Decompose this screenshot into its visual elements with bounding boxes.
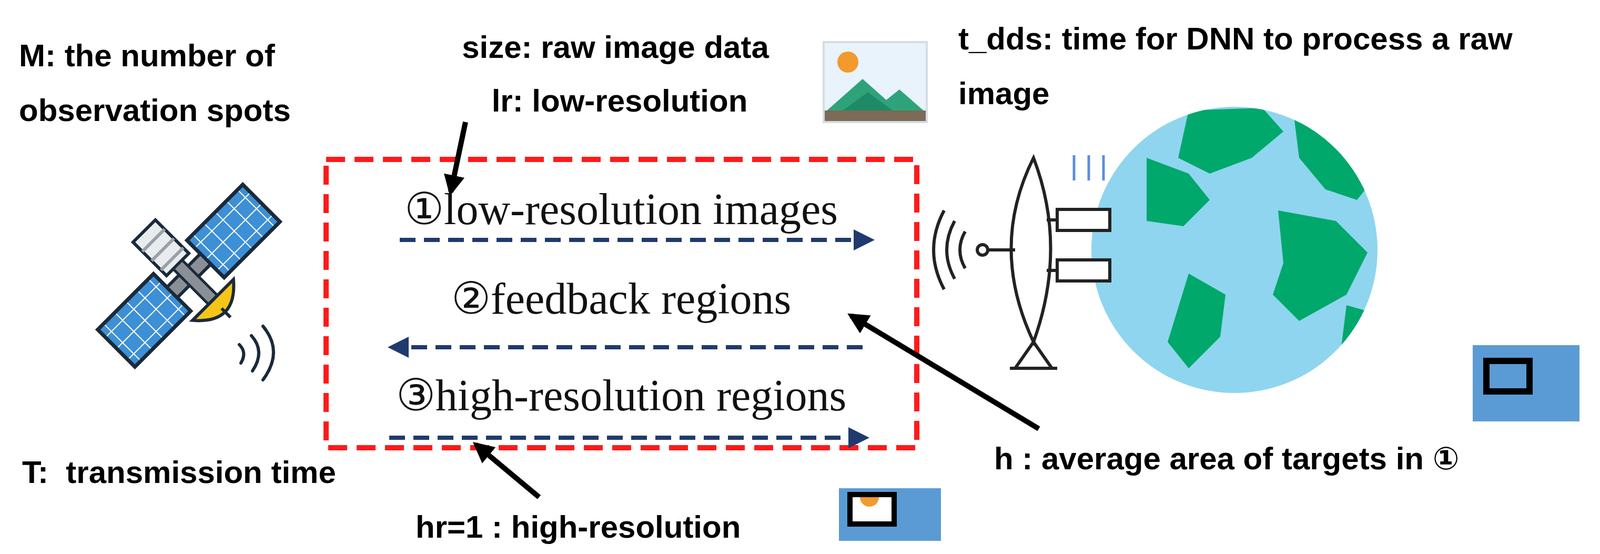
annotation-label: hr=1 : high-resolution [415, 499, 741, 554]
annotation-label: t_dds: time for DNN to process a raw ima… [958, 11, 1553, 121]
dashed-frame [326, 159, 917, 448]
satellite-icon [71, 158, 303, 390]
transfer-step: ①low-resolution images [401, 183, 842, 236]
annotation-label: lr: low-resolution [491, 73, 748, 129]
transfer-step: ③high-resolution regions [392, 369, 850, 422]
step-text: ③high-resolution regions [392, 369, 850, 422]
hr-region-icon [838, 488, 941, 541]
annotation-label: h : average area of targets in ① [994, 431, 1460, 486]
signal-marks [1074, 155, 1104, 181]
annotation-label: size: raw image data [461, 19, 769, 75]
step-text: ②feedback regions [448, 272, 795, 326]
leader-arrow [476, 444, 540, 498]
leader-arrow [450, 122, 466, 192]
region-icon [1472, 345, 1580, 422]
earth-icon [1091, 106, 1384, 393]
transfer-step: ②feedback regions [448, 272, 795, 326]
image-icon [823, 42, 927, 123]
uplink-arrow [391, 345, 863, 350]
annotation-label: M: the number of observation spots [18, 28, 398, 138]
leader-arrow [851, 315, 1039, 429]
signal-waves [239, 326, 274, 380]
annotation-label: T: transmission time [22, 444, 337, 500]
ground-antenna [933, 157, 1110, 369]
downlink-arrow [389, 435, 866, 440]
downlink-arrow [399, 237, 871, 242]
step-text: ①low-resolution images [401, 183, 842, 236]
